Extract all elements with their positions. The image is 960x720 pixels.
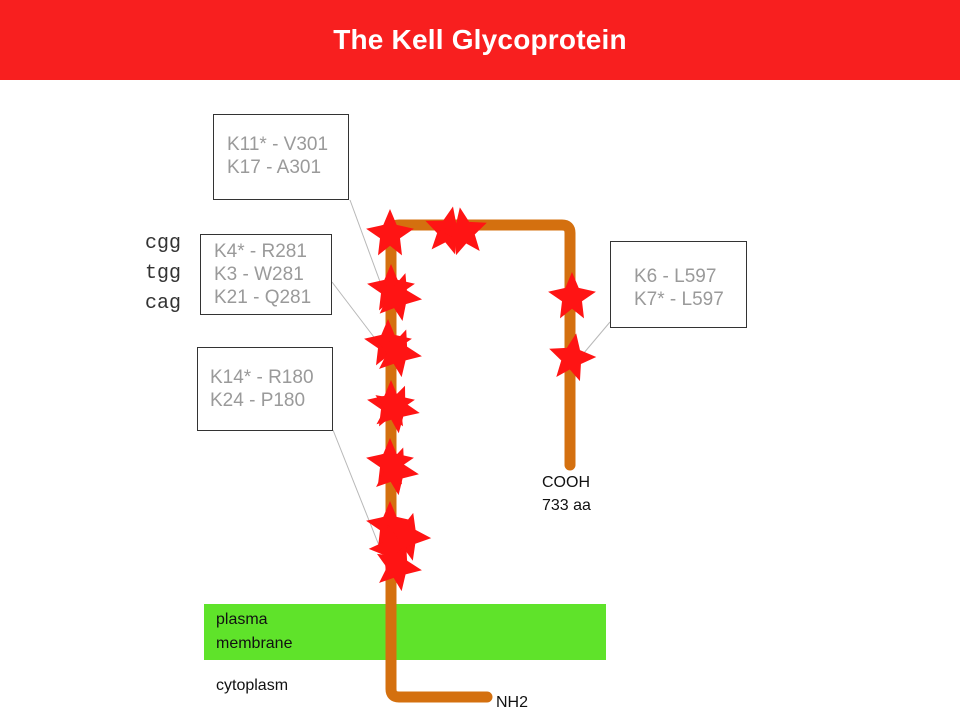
annotation-line: K6 - L597 — [634, 266, 717, 287]
cooh-label: COOH — [542, 474, 590, 491]
annotation-box-v301: K11* - V301 K17 - A301 — [213, 114, 349, 200]
header-bar: The Kell Glycoprotein — [0, 0, 960, 80]
leader-line-r180 — [332, 429, 381, 549]
membrane-label-line1: plasma — [216, 611, 268, 628]
codon-cgg: cgg — [145, 232, 182, 255]
leader-line-r281 — [331, 281, 381, 346]
length-label: 733 aa — [542, 497, 591, 514]
annotation-line: K4* - R281 — [214, 241, 307, 262]
annotation-line: K14* - R180 — [210, 367, 314, 388]
codon-cag: cag — [145, 292, 182, 315]
star-marker — [439, 207, 487, 256]
membrane-label-line2: membrane — [216, 635, 293, 652]
star-marker — [376, 329, 422, 378]
annotation-box-l597: K6 - L597 K7* - L597 — [610, 241, 747, 328]
star-marker — [375, 385, 420, 434]
annotation-line: K7* - L597 — [634, 289, 724, 310]
cytoplasm-label: cytoplasm — [216, 677, 289, 694]
star-marker — [376, 543, 422, 592]
annotation-line: K11* - V301 — [227, 134, 329, 155]
annotation-line: K3 - W281 — [214, 264, 304, 285]
annotation-line: K21 - Q281 — [214, 287, 312, 308]
annotation-line: K17 - A301 — [227, 157, 322, 178]
codon-tgg: tgg — [145, 262, 182, 285]
star-marker — [366, 209, 414, 256]
antigen-stars — [364, 206, 597, 592]
page-title: The Kell Glycoprotein — [333, 24, 627, 55]
annotation-box-r180: K14* - R180 K24 - P180 — [197, 347, 333, 431]
star-marker — [376, 273, 423, 322]
plasma-membrane-band — [204, 604, 606, 660]
annotation-line: K24 - P180 — [210, 390, 306, 411]
annotation-box-r281: K4* - R281 K3 - W281 K21 - Q281 — [200, 234, 332, 315]
nh2-label: NH2 — [496, 694, 529, 711]
star-marker — [373, 447, 419, 496]
star-marker — [548, 272, 596, 319]
star-marker — [549, 333, 597, 382]
star-marker — [366, 501, 414, 548]
